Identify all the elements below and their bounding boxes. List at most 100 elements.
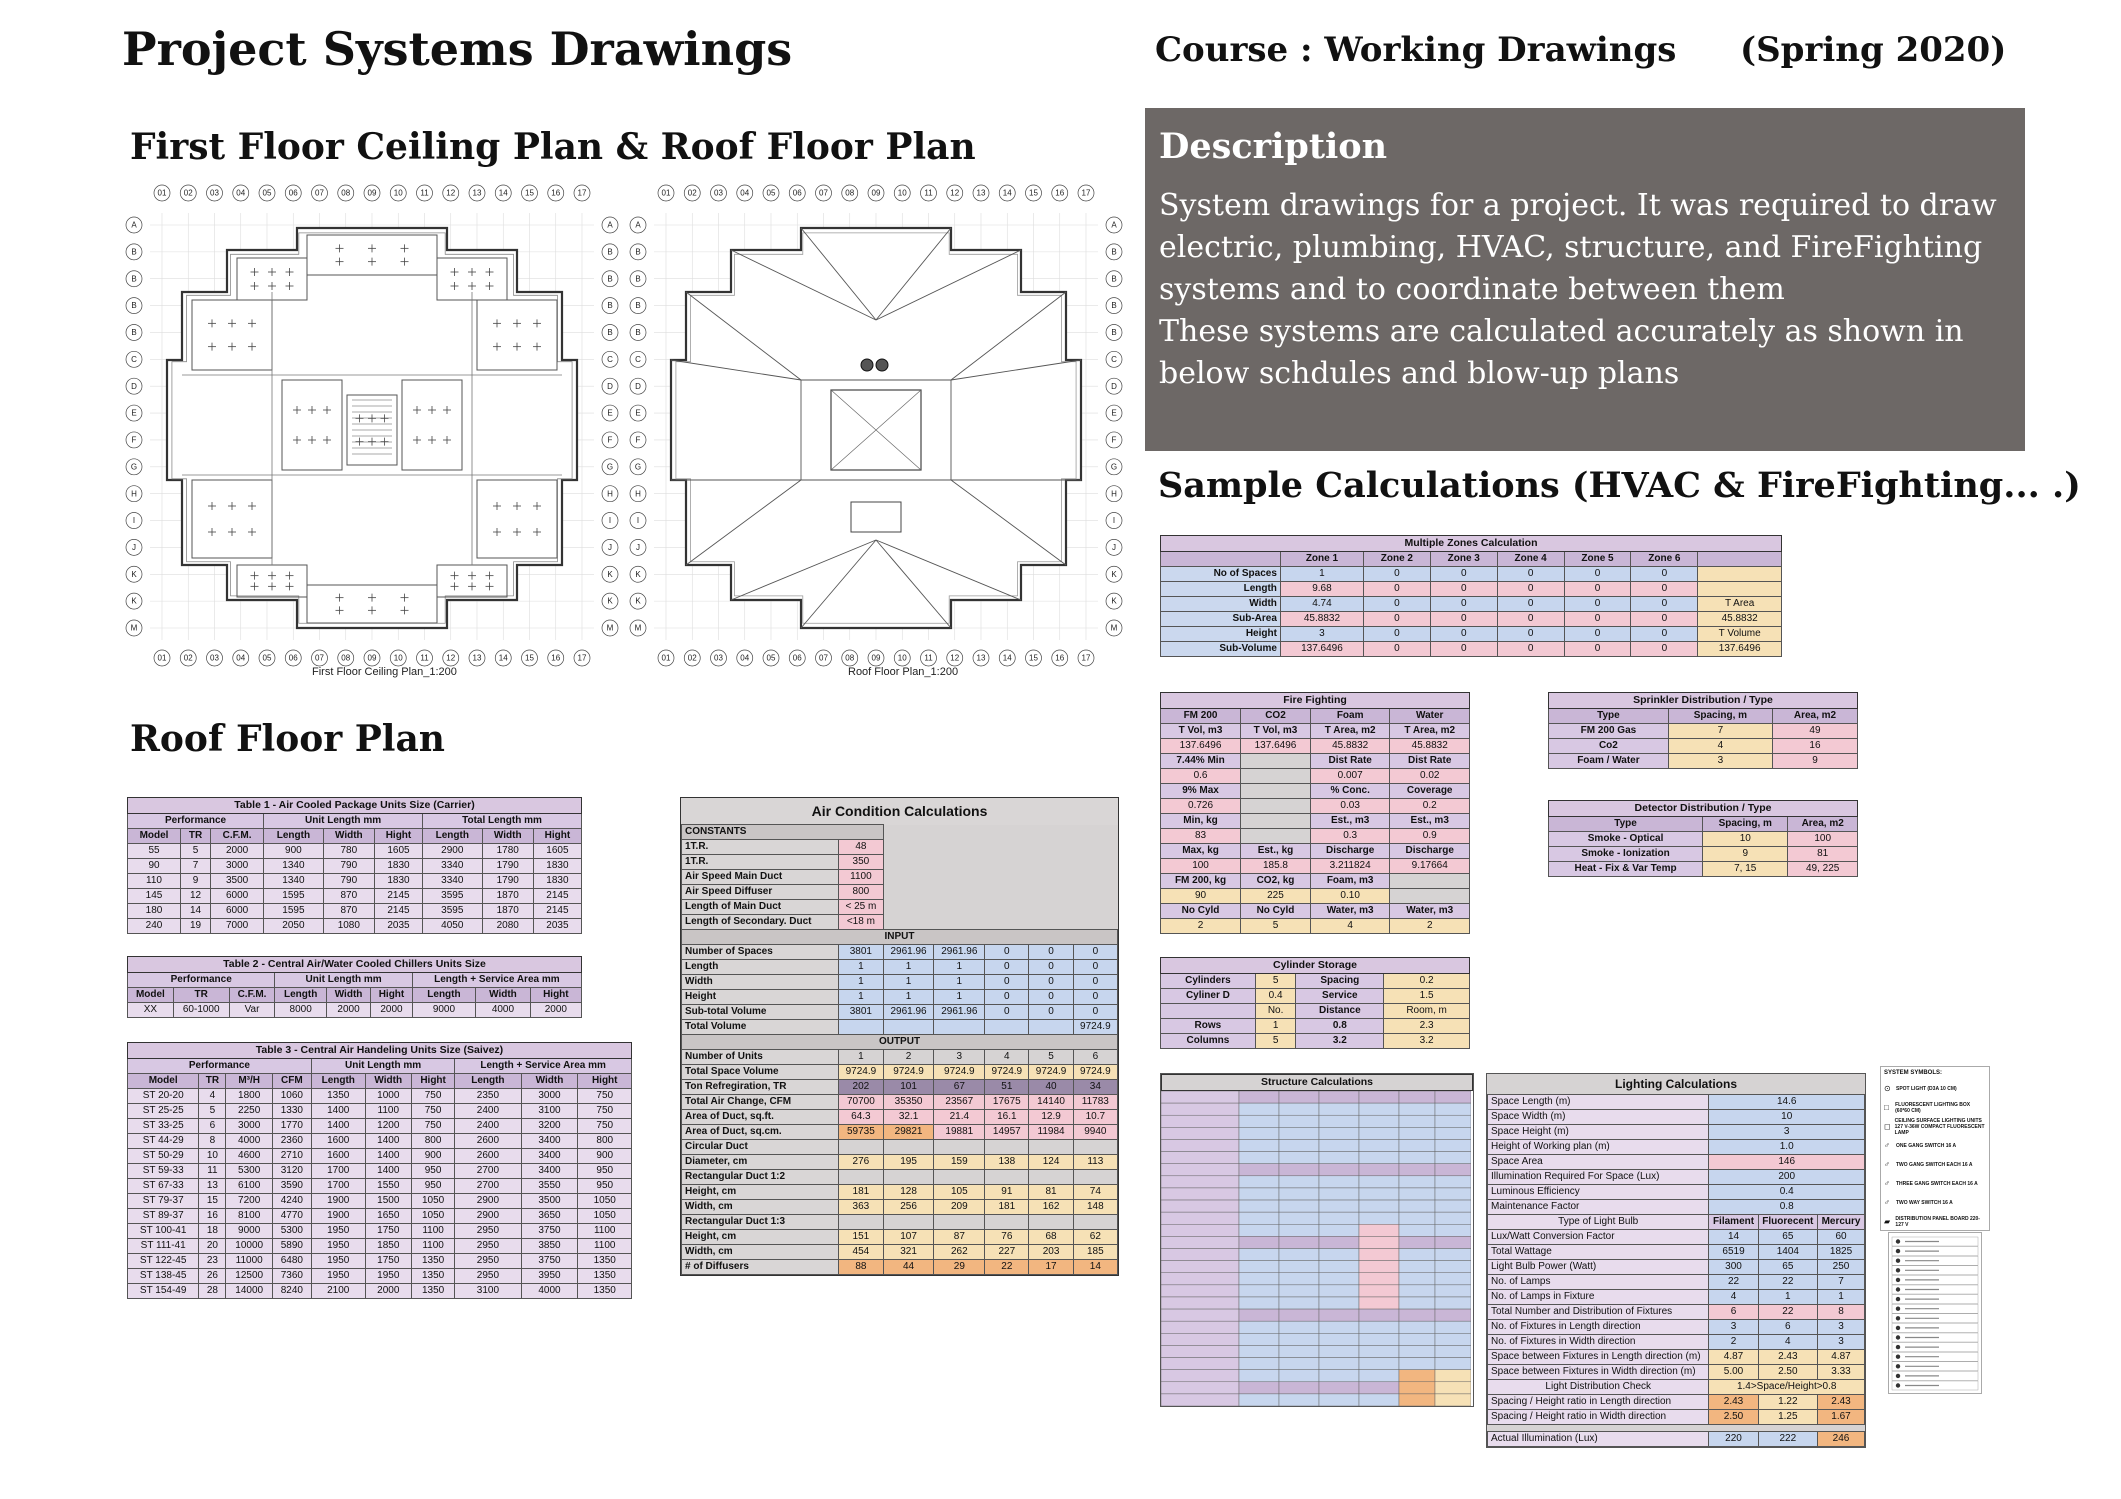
grid-row-label: K	[635, 570, 641, 579]
grid-col-label: 11	[924, 654, 933, 663]
table-cell: No. of Lamps	[1486, 1274, 1710, 1290]
table-cell: 1100	[410, 1223, 456, 1239]
grid-bubble	[736, 184, 754, 202]
table-cell: 1	[1757, 1289, 1819, 1305]
table-cell: 1T.R.	[680, 839, 840, 855]
table-cell: No.	[1254, 1003, 1297, 1019]
structure-cell	[1434, 1114, 1471, 1128]
grid-row-label: G	[131, 462, 137, 471]
table-cell: Space Width (m)	[1486, 1109, 1710, 1125]
table-cell: Hight	[577, 1073, 632, 1089]
grid-row-label: G	[635, 462, 641, 471]
grid-col-label: 11	[420, 189, 429, 198]
table-cell: ST 89-37	[126, 1208, 200, 1224]
lighting-title: Lighting Calculations	[1615, 1077, 1737, 1091]
table-cell: 62	[1072, 1229, 1119, 1245]
grid-col-label: 16	[551, 654, 560, 663]
table-cell: 0	[984, 974, 1030, 990]
table-cell: 34	[1072, 1079, 1119, 1095]
table-cell: 9.17664	[1389, 858, 1470, 874]
table-cell: 3200	[520, 1118, 579, 1134]
table-cell: 11000	[225, 1253, 273, 1269]
structure-cell	[1398, 1333, 1436, 1346]
table-cell: 1	[882, 989, 935, 1005]
table-cell: 1	[1817, 1289, 1865, 1305]
table-cell: 1.25	[1757, 1409, 1819, 1425]
table-cell: 1350	[310, 1088, 366, 1104]
table-cell: Type	[1547, 816, 1704, 832]
grid-bubble	[629, 404, 647, 422]
grid-bubble	[1105, 458, 1123, 476]
table-cell: 1.22	[1757, 1394, 1819, 1410]
structure-cell	[1318, 1272, 1360, 1286]
grid-col-label: 06	[793, 189, 802, 198]
table-cell: 2145	[373, 903, 424, 919]
table-cell: 2000	[325, 1002, 372, 1018]
table-cell: 900	[410, 1148, 456, 1164]
lighting-check-label: Light Distribution Check	[1486, 1379, 1710, 1395]
grid-col-label: 07	[315, 189, 324, 198]
table-cell: 1750	[364, 1223, 412, 1239]
grid-row-label: M	[635, 624, 642, 633]
table-cell: 1550	[364, 1178, 412, 1194]
table-cell: 1825	[1817, 1244, 1865, 1260]
table-cell: 3801	[838, 1004, 884, 1020]
table3-group: Length + Service Area mm	[454, 1058, 632, 1074]
table-cell	[883, 914, 1118, 930]
roof-slope-line	[685, 479, 802, 566]
table-cell: Total Number and Distribution of Fixture…	[1486, 1304, 1710, 1320]
structure-cell	[1318, 1345, 1360, 1358]
calc-section-title: Sample Calculations (HVAC & FireFighting…	[1158, 465, 2081, 506]
table-cell: ST 79-37	[126, 1193, 200, 1209]
grid-bubble	[683, 184, 701, 202]
table-cell: 16.1	[984, 1109, 1030, 1125]
structure-cell	[1434, 1236, 1471, 1249]
table-cell: Dist Rate	[1389, 753, 1470, 769]
grid-row-label: F	[1112, 436, 1117, 445]
grid-bubble	[494, 184, 512, 202]
table-cell: 159	[933, 1154, 986, 1170]
table-cell: 2	[1159, 918, 1242, 934]
grid-col-label: 04	[740, 189, 749, 198]
structure-cell	[1434, 1139, 1471, 1152]
table-cell: Lux/Watt Conversion Factor	[1486, 1229, 1710, 1245]
legend-row	[1891, 1380, 1979, 1391]
grid-bubble	[1105, 324, 1123, 341]
table-cell: 1	[838, 989, 884, 1005]
table-cell: Water, m3	[1309, 903, 1391, 919]
table-cell: Zone 3	[1429, 551, 1498, 567]
grid-row-label: D	[1111, 382, 1117, 391]
structure-cell	[1238, 1102, 1280, 1116]
table-cell: 23567	[933, 1094, 986, 1110]
grid-bubble	[629, 619, 647, 637]
table-cell: 146	[1708, 1154, 1865, 1170]
table-cell: 0.2	[1389, 798, 1470, 814]
structure-cell	[1278, 1211, 1320, 1225]
table-cell	[1028, 1139, 1074, 1155]
table-cell: 1330	[271, 1103, 312, 1119]
sprinkler-title: Sprinkler Distribution / Type	[1548, 692, 1858, 709]
grid-row-label: D	[607, 382, 613, 391]
grid-bubble	[629, 565, 647, 583]
structure-cell	[1318, 1369, 1360, 1383]
roof-slope-line	[875, 539, 952, 629]
structure-cell	[1434, 1345, 1471, 1358]
legend-glyph-icon	[1895, 1325, 1901, 1331]
table-cell: 87	[933, 1229, 986, 1245]
table-cell: 1800	[225, 1088, 273, 1104]
grid-row-label: E	[131, 409, 136, 418]
grid-bubble	[494, 649, 512, 667]
table-cell: Distance	[1295, 1003, 1385, 1019]
room-outline	[306, 234, 438, 276]
table-cell	[882, 1169, 935, 1185]
